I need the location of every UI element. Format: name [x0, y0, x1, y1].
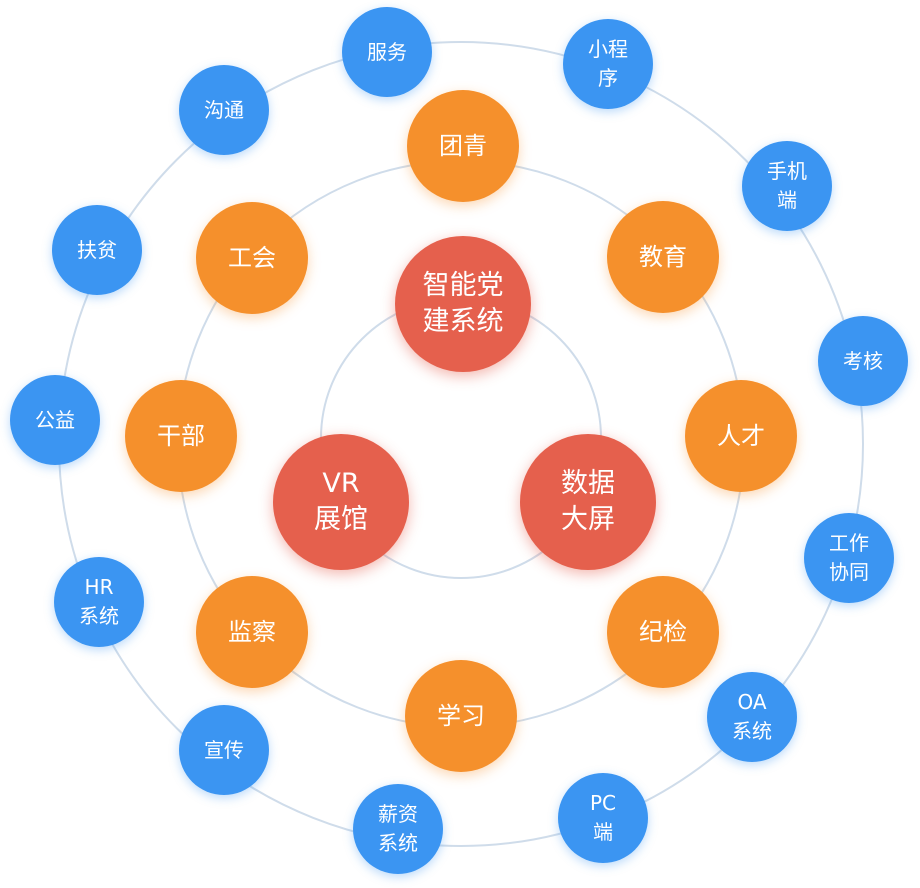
outer-node-label: 工作协同	[829, 529, 869, 587]
outer-node-pc-duan: PC 端	[558, 773, 648, 863]
outer-node-label: 沟通	[204, 96, 244, 125]
middle-node-jijian: 纪检	[607, 576, 719, 688]
node-label-line: 协同	[829, 560, 869, 584]
node-label-line: 数据	[561, 467, 615, 499]
node-label-line: 公益	[35, 407, 75, 432]
middle-node-xuexi: 学习	[405, 660, 517, 772]
middle-node-label: 团青	[439, 130, 487, 162]
node-label-line: 建系统	[422, 306, 504, 337]
node-label-line: 系统	[79, 604, 119, 628]
node-label-line: VR	[322, 467, 360, 499]
outer-node-goutong: 沟通	[179, 65, 269, 155]
middle-node-jiaoyu: 教育	[607, 201, 719, 313]
node-label-line: 端	[777, 188, 797, 212]
outer-node-label: 手机端	[767, 157, 807, 215]
outer-node-label: PC 端	[590, 789, 616, 847]
node-label-line: 端	[593, 820, 613, 844]
core-node-core-zhineng-dangjian: 智能党建系统	[395, 236, 531, 372]
node-label-line: HR	[84, 575, 114, 599]
outer-node-label: 服务	[367, 38, 407, 67]
core-node-core-shuju-dapin: 数据大屏	[520, 434, 656, 570]
outer-node-label: 宣传	[204, 736, 244, 765]
outer-node-label: 公益	[35, 406, 75, 435]
middle-node-label: 监察	[228, 616, 276, 648]
middle-node-label: 纪检	[639, 616, 687, 648]
outer-node-shoujiduan: 手机端	[742, 141, 832, 231]
middle-node-jiancha: 监察	[196, 576, 308, 688]
node-label-line: 扶贫	[77, 237, 117, 262]
outer-node-xiaochengxu: 小程序	[563, 19, 653, 109]
node-label-line: 沟通	[204, 97, 244, 122]
outer-node-oa-xitong: OA 系统	[707, 672, 797, 762]
middle-node-gonghui: 工会	[196, 202, 308, 314]
core-node-core-vr-zhanguan: VR 展馆	[273, 434, 409, 570]
core-node-label: 智能党建系统	[423, 268, 504, 341]
outer-node-fuwu: 服务	[342, 7, 432, 97]
outer-node-label: 薪资系统	[378, 800, 418, 858]
outer-node-label: 小程序	[588, 35, 628, 93]
node-label-line: 展馆	[314, 504, 368, 535]
node-label-line: 团青	[439, 131, 487, 160]
outer-node-gongyi: 公益	[10, 375, 100, 465]
node-label-line: 大屏	[561, 504, 615, 535]
node-label-line: 考核	[843, 348, 883, 373]
outer-node-label: 考核	[843, 347, 883, 376]
middle-node-label: 人才	[717, 420, 765, 452]
outer-node-hr-xitong: HR 系统	[54, 557, 144, 647]
middle-node-ganbu: 干部	[125, 380, 237, 492]
node-label-line: 监察	[228, 617, 276, 646]
core-node-label: VR 展馆	[314, 466, 368, 539]
node-label-line: 手机	[767, 159, 807, 183]
node-label-line: 系统	[732, 719, 772, 743]
middle-node-label: 学习	[437, 700, 485, 732]
node-label-line: 纪检	[639, 617, 687, 646]
node-label-line: 智能党	[422, 269, 504, 301]
outer-node-kaohe: 考核	[818, 316, 908, 406]
node-label-line: 服务	[367, 39, 407, 64]
node-label-line: 宣传	[204, 737, 244, 762]
node-label-line: 人才	[717, 421, 765, 450]
core-node-label: 数据大屏	[561, 466, 615, 539]
node-label-line: 序	[598, 66, 618, 90]
outer-node-xinzi-xitong: 薪资系统	[353, 784, 443, 874]
outer-node-label: HR 系统	[79, 573, 119, 631]
node-label-line: PC	[589, 791, 617, 815]
node-label-line: 工作	[829, 531, 869, 555]
node-label-line: 干部	[157, 421, 205, 450]
node-label-line: OA	[737, 690, 767, 714]
middle-node-label: 干部	[157, 420, 205, 452]
node-label-line: 系统	[378, 831, 418, 855]
outer-node-xuanchuan: 宣传	[179, 705, 269, 795]
node-label-line: 工会	[228, 243, 276, 272]
outer-node-label: OA 系统	[732, 688, 772, 746]
middle-node-tuanqing: 团青	[407, 90, 519, 202]
middle-node-rencai: 人才	[685, 380, 797, 492]
outer-node-fupin: 扶贫	[52, 205, 142, 295]
outer-node-gongzuo-xietong: 工作协同	[804, 513, 894, 603]
middle-node-label: 教育	[639, 241, 687, 273]
node-label-line: 教育	[639, 242, 687, 271]
node-label-line: 小程	[588, 37, 628, 61]
node-label-line: 薪资	[378, 802, 418, 826]
node-label-line: 学习	[437, 701, 485, 730]
outer-node-label: 扶贫	[77, 236, 117, 265]
middle-node-label: 工会	[228, 242, 276, 274]
